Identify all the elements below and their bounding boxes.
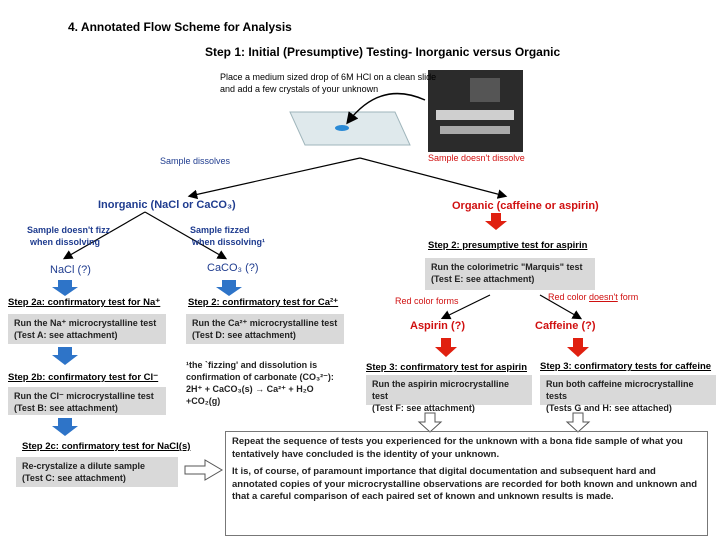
step2c-box-2: (Test C: see attachment) <box>22 473 126 483</box>
carbonate-footnote: ¹the `fizzing' and dissolution is confir… <box>180 356 350 406</box>
step2a-box-1: Run the Na⁺ microcrystalline test <box>14 318 157 328</box>
aspirin-label: Aspirin (?) <box>410 320 465 332</box>
step3-caffeine-box-1: Run both caffeine microcrystalline tests <box>546 379 694 401</box>
step2b-box-2: (Test B: see attachment) <box>14 403 118 413</box>
no-fizz-2: when dissolving <box>30 237 101 247</box>
caffeine-label: Caffeine (?) <box>535 320 596 332</box>
step2b-box-1: Run the Cl⁻ microcrystalline test <box>14 391 154 401</box>
caco3-label: CaCO₃ (?) <box>207 262 259 274</box>
red-color-not-forms: Red color doesn't form <box>548 292 638 303</box>
footnote-2: confirmation of carbonate (CO₃²⁻): <box>186 372 334 382</box>
step3-caffeine-box: Run both caffeine microcrystalline tests… <box>540 375 716 413</box>
step1-instruction-1: Place a medium sized drop of 6M HCl on a… <box>220 72 437 82</box>
no-fizz-1: Sample doesn't fizz <box>27 225 111 235</box>
red-not-suffix: form <box>617 292 639 302</box>
step1-instruction-2: and add a few crystals of your unknown <box>220 84 379 94</box>
step2-ca-heading: Step 2: confirmatory test for Ca²⁺ <box>188 297 339 308</box>
step2a-box-2: (Test A: see attachment) <box>14 330 118 340</box>
footnote-1: ¹the `fizzing' and dissolution is <box>186 360 318 370</box>
red-not-prefix: Red color <box>548 292 590 302</box>
sample-doesnt-dissolve: Sample doesn't dissolve <box>428 153 525 163</box>
step3-aspirin-box-2: (Test F: see attachment) <box>372 403 475 413</box>
step3-aspirin-box: Run the aspirin microcrystalline test (T… <box>366 375 532 413</box>
step2c-heading: Step 2c: confirmatory test for NaCl(s) <box>22 441 191 452</box>
step2a-box: Run the Na⁺ microcrystalline test (Test … <box>8 314 166 344</box>
step3-aspirin-heading: Step 3: confirmatory test for aspirin <box>366 362 528 373</box>
step2-ca-box: Run the Ca²⁺ microcrystalline test (Test… <box>186 314 344 344</box>
step2a-heading: Step 2a: confirmatory test for Na⁺ <box>8 297 161 308</box>
page-title: 4. Annotated Flow Scheme for Analysis <box>68 20 292 34</box>
final-para-1: Repeat the sequence of tests you experie… <box>232 436 683 460</box>
blue-arrows <box>52 280 242 436</box>
organic-label: Organic (caffeine or aspirin) <box>452 200 599 212</box>
step2-aspirin-box-1: Run the colorimetric "Marquis" test <box>431 262 583 272</box>
red-not-word: doesn't <box>589 292 618 302</box>
inorganic-label: Inorganic (NaCl or CaCO₃) <box>98 199 236 211</box>
nacl-label: NaCl (?) <box>50 264 91 276</box>
step2c-box: Re-crystalize a dilute sample (Test C: s… <box>16 457 178 487</box>
sample-dissolves: Sample dissolves <box>160 156 231 166</box>
footnote-3: 2H⁺ + CaCO₃(s) → Ca²⁺ + H₂O +CO₂(g) <box>186 384 314 406</box>
step2-ca-box-2: (Test D: see attachment) <box>192 330 296 340</box>
step2-aspirin-box: Run the colorimetric "Marquis" test (Tes… <box>425 258 595 290</box>
step3-caffeine-box-2: (Tests G and H: see attached) <box>546 403 672 413</box>
curved-arrow <box>346 92 426 125</box>
step2b-box: Run the Cl⁻ microcrystalline test (Test … <box>8 387 166 415</box>
step3-caffeine-heading: Step 3: confirmatory tests for caffeine <box>540 361 712 372</box>
step2c-box-1: Re-crystalize a dilute sample <box>22 461 146 471</box>
step2-aspirin-box-2: (Test E: see attachment) <box>431 274 535 284</box>
hollow-arrows <box>184 412 591 481</box>
step1-heading: Step 1: Initial (Presumptive) Testing- I… <box>205 45 561 59</box>
red-color-forms: Red color forms <box>395 296 459 306</box>
slide-image <box>289 111 411 146</box>
fizz-1: Sample fizzed <box>190 225 250 235</box>
step2b-heading: Step 2b: confirmatory test for Cl⁻ <box>8 372 159 383</box>
fizz-2: when dissolving¹ <box>192 237 266 247</box>
final-para-2: It is, of course, of paramount importanc… <box>232 466 698 502</box>
final-instructions-box: Repeat the sequence of tests you experie… <box>225 431 708 536</box>
step3-aspirin-box-1: Run the aspirin microcrystalline test <box>372 379 510 401</box>
crystals-photo <box>428 70 523 152</box>
step2-aspirin-heading: Step 2: presumptive test for aspirin <box>428 240 588 251</box>
step2-ca-box-1: Run the Ca²⁺ microcrystalline test <box>192 318 338 328</box>
red-arrows <box>435 213 589 357</box>
